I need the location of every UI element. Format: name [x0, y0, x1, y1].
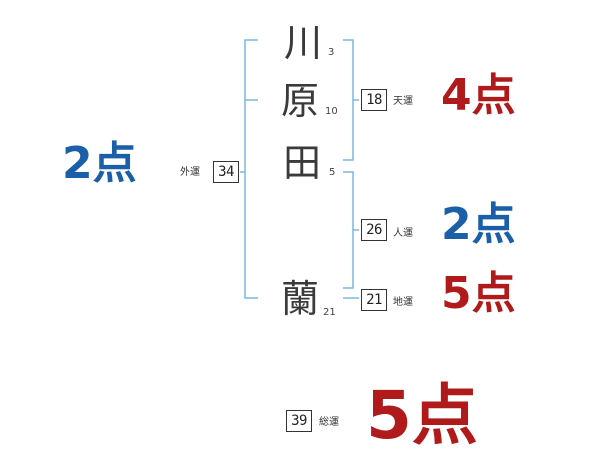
total-score: 5点	[366, 377, 478, 454]
person-label: 人運	[393, 228, 413, 239]
name-char-2: 原	[281, 79, 320, 123]
heaven-bracket	[343, 39, 354, 161]
name-char-1-strokes: 3	[328, 47, 335, 58]
name-char-4: 蘭	[281, 277, 320, 321]
earth-score: 5点	[441, 268, 516, 319]
heaven-score: 4点	[441, 70, 516, 121]
total-value: 39	[286, 410, 312, 432]
name-char-1: 川	[284, 21, 323, 65]
person-bracket	[343, 171, 354, 289]
outer-label: 外運	[180, 167, 200, 178]
name-char-4-strokes: 21	[323, 307, 336, 318]
outer-value: 34	[213, 161, 239, 183]
person-score: 2点	[441, 199, 516, 250]
name-char-3: 田	[283, 141, 322, 185]
name-char-3-strokes: 5	[329, 167, 336, 178]
total-label: 総運	[319, 417, 339, 428]
person-value: 26	[361, 219, 387, 241]
heaven-value: 18	[361, 89, 387, 111]
heaven-label: 天運	[393, 96, 413, 107]
outer-score: 2点	[62, 138, 137, 189]
outer-bracket	[244, 39, 258, 299]
earth-label: 地運	[393, 297, 413, 308]
name-char-2-strokes: 10	[325, 106, 338, 117]
earth-value: 21	[361, 289, 387, 311]
